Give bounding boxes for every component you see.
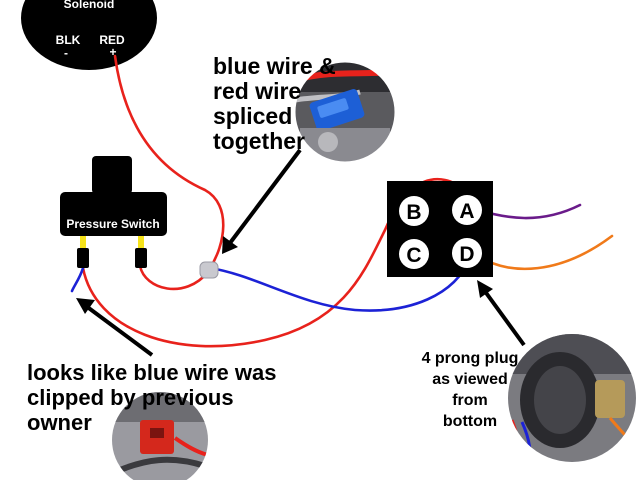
plug-pin-a: A [459, 200, 474, 223]
red-wire-solenoid-to-splice [113, 54, 225, 270]
annotation-clipped-line: owner [27, 410, 92, 435]
solenoid-terminal-red: RED [99, 33, 125, 47]
four-prong-plug: B A C D [387, 181, 493, 277]
plug-pin-d: D [459, 243, 474, 266]
annotation-clipped-line: looks like blue wire was [27, 360, 277, 385]
purple-wire-plug-a [476, 203, 582, 220]
arrow-to-plug [482, 288, 526, 347]
annotation-clipped-line: clipped by previous [27, 385, 234, 410]
solenoid: Solenoid BLK - RED + [21, 0, 157, 70]
splice-photo-inset [294, 61, 396, 163]
arrow-to-splice [228, 148, 302, 245]
solenoid-terminal-red-sign: + [109, 45, 116, 59]
arrow-to-clipped-wire-head [76, 298, 95, 314]
pressure-switch-label: Pressure Switch [66, 217, 159, 231]
blue-wire-clipped-stub [70, 266, 85, 293]
solenoid-terminal-blk-sign: - [64, 46, 68, 60]
plug-photo-inset [508, 334, 636, 462]
orange-wire-plug-d [476, 234, 614, 271]
annotation-splice-line: spliced [213, 103, 293, 129]
arrow-to-clipped-wire [84, 304, 154, 357]
annotation-plug-line: from [452, 392, 488, 409]
annotation-clipped-wire: looks like blue wire was clipped by prev… [27, 360, 276, 435]
solenoid-terminal-blk: BLK [56, 33, 81, 47]
red-wire-switch-to-plug-b [81, 177, 480, 348]
annotation-plug-view: 4 prong plug as viewed from bottom [410, 348, 530, 432]
arrow-to-plug-head [477, 280, 493, 298]
annotation-plug-line: 4 prong plug [421, 350, 519, 367]
arrow-to-splice-head [222, 236, 238, 254]
solenoid-title: Solenoid [64, 0, 115, 11]
switch-terminal-left [80, 236, 86, 248]
annotation-plug-line: bottom [442, 413, 498, 430]
plug-pin-b: B [406, 201, 421, 224]
switch-terminal-right [138, 236, 144, 248]
plug-pin-c: C [406, 244, 421, 267]
annotation-splice-line: red wire [213, 78, 302, 104]
blue-wire-splice-to-plug-d [208, 256, 472, 312]
splice-connector [199, 261, 219, 279]
pointer-arrows [76, 148, 526, 357]
red-wire-switch-to-splice [138, 264, 210, 291]
annotation-splice-line: blue wire & [213, 53, 336, 79]
annotation-splice: blue wire & red wire spliced together [213, 54, 336, 154]
annotation-plug-line: as viewed [432, 371, 508, 388]
pressure-switch: Pressure Switch [60, 156, 167, 268]
annotation-splice-line: together [213, 128, 305, 154]
